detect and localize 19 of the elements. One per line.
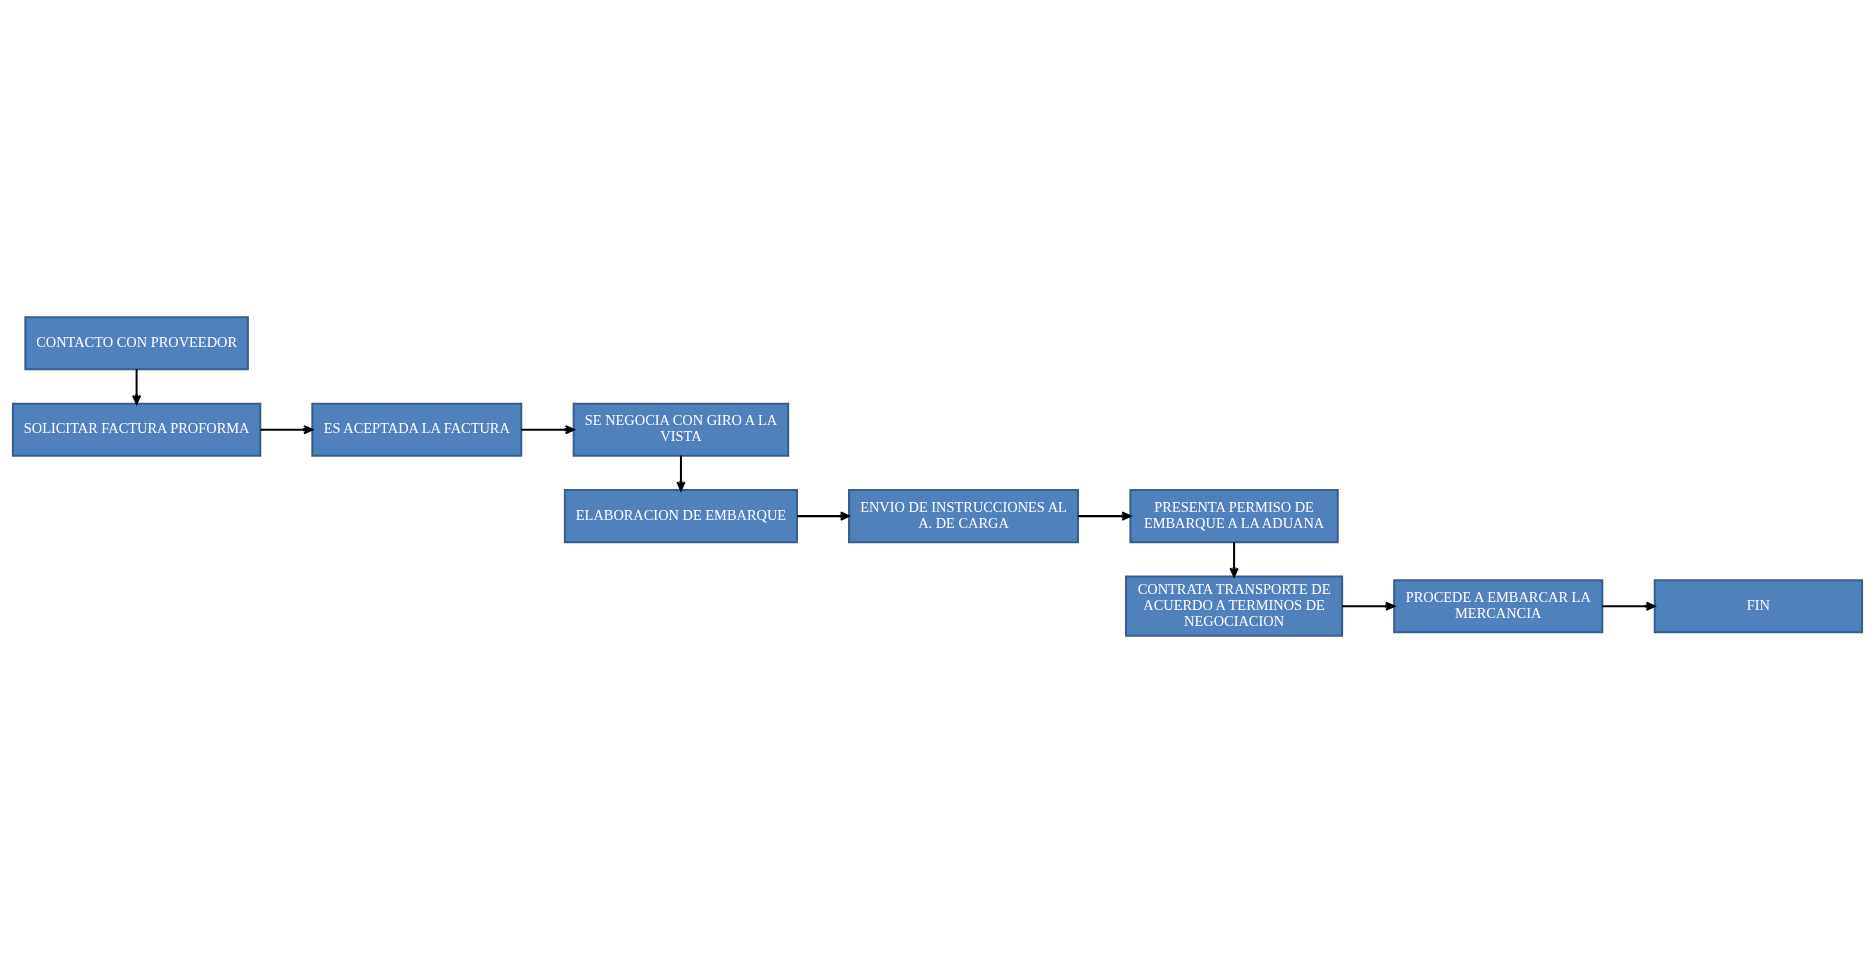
arrow (519, 425, 575, 435)
node-box: PROCEDE A EMBARCAR LA MERCANCIA (1392, 579, 1603, 634)
arrow (1229, 541, 1239, 578)
arrow (131, 368, 141, 405)
node-box: ELABORACION DE EMBARQUE (563, 489, 798, 544)
arrow (1076, 511, 1131, 521)
node-box: SE NEGOCIA CON GIRO A LA VISTA (572, 402, 789, 457)
node-box: PRESENTA PERMISO DE EMBARQUE A LA ADUANA (1128, 489, 1339, 544)
arrow (259, 425, 313, 435)
node-box: CONTRATA TRANSPORTE DE ACUERDO A TERMINOS DE NEGOCIACION (1124, 575, 1343, 637)
arrow (1600, 601, 1655, 611)
node-box: SOLICITAR FACTURA PROFORMA (11, 402, 261, 457)
node-box: ENVIO DE INSTRUCCIONES AL A. DE CARGA (847, 489, 1079, 544)
arrow (675, 454, 686, 492)
node-box: CONTACTO CON PROVEEDOR (23, 316, 249, 371)
node-box: FIN (1653, 579, 1863, 634)
node-box: ES ACEPTADA LA FACTURA (310, 402, 522, 457)
arrow (1340, 601, 1395, 611)
arrow (795, 511, 850, 521)
